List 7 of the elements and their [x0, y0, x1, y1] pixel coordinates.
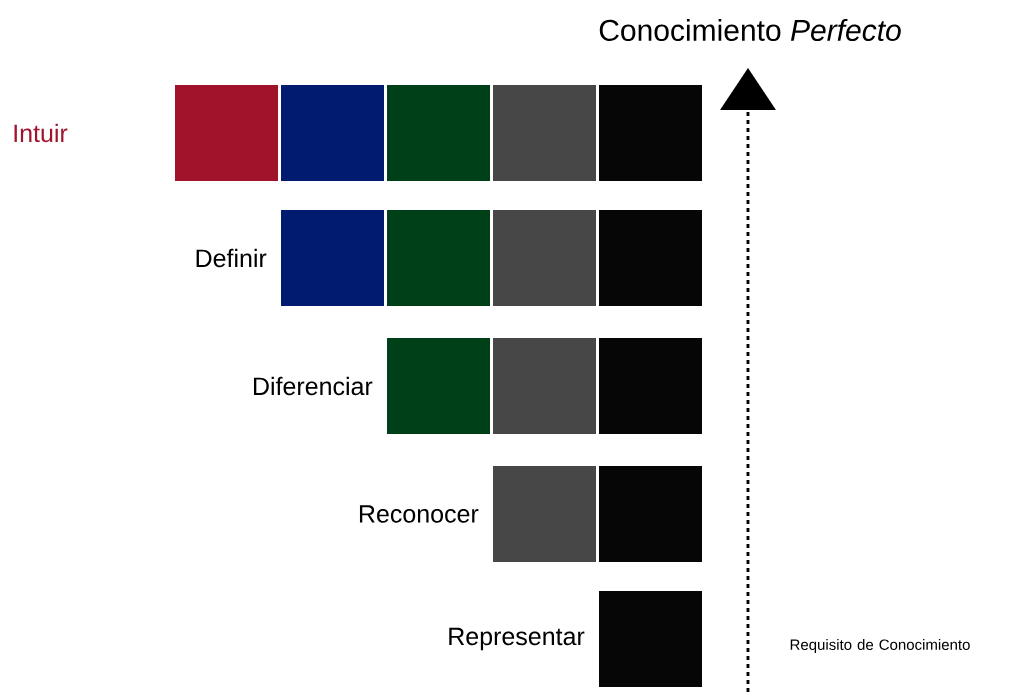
axis-note: Requisito de Conocimiento [790, 639, 970, 653]
row-label: Definir [196, 248, 267, 268]
title: Conocimiento Perfecto [599, 19, 901, 41]
row-label: Diferenciar [254, 376, 373, 396]
row-label: Representar [449, 627, 585, 651]
row-label: Intuir [14, 123, 68, 143]
row-label: Reconocer [359, 505, 479, 523]
